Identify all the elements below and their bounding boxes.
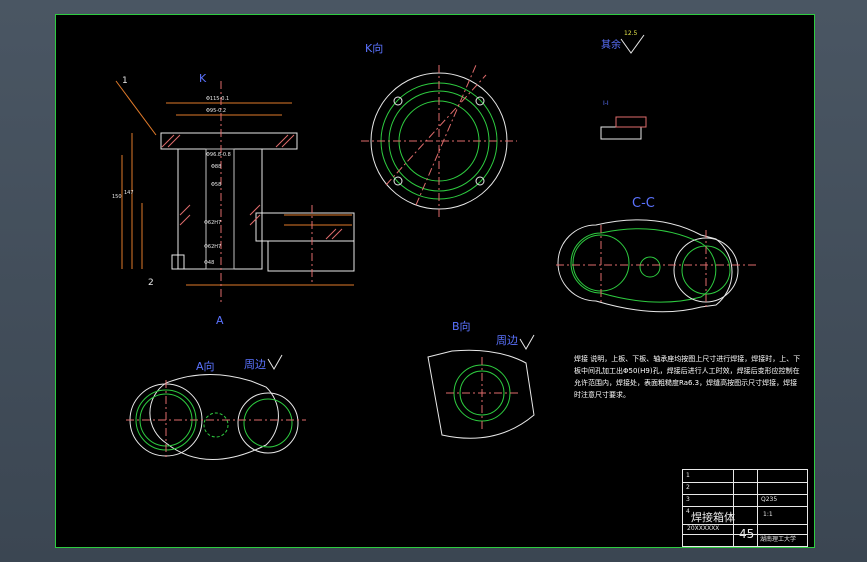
detail-label: I-I — [603, 100, 609, 107]
hatch — [161, 134, 343, 240]
dim-d6: Φ62H7 — [204, 220, 222, 226]
dim-d8: Φ48 — [204, 260, 215, 266]
centerlines — [220, 81, 313, 305]
dim-d5: Φ58 — [211, 182, 222, 188]
a-view-title: A向 — [196, 360, 215, 373]
sheet-number: 45 — [739, 527, 755, 541]
dimension-lines — [115, 80, 354, 286]
cc-view-title: C-C — [632, 196, 655, 211]
surface-roughness-note: 其余 — [601, 40, 621, 51]
bom-row-3: 3 — [686, 496, 690, 503]
detail-i — [600, 116, 647, 140]
cad-drawing — [115, 34, 756, 460]
callout-1: 1 — [122, 76, 128, 86]
roughness-symbol — [267, 34, 645, 370]
b-view — [427, 349, 535, 439]
roughness-value: 12.5 — [624, 30, 638, 37]
b-view-title: B向 — [452, 320, 471, 333]
dim-d4: Φ88 — [211, 164, 222, 170]
drawing-sheet: K K向 其余 12.5 I-I C-C A A向 B向 周边 周边 1 2 Φ… — [55, 14, 815, 548]
bom-row-2: 2 — [686, 484, 690, 491]
dim-d3: Φ96.8-0.8 — [206, 152, 231, 158]
weld-note-b: 周边 — [496, 334, 518, 347]
weld-note-a: 周边 — [244, 358, 266, 371]
material: Q235 — [761, 496, 778, 503]
a-marker: A — [216, 314, 224, 327]
bom-row-1: 1 — [686, 472, 690, 479]
drawing-number: 20XXXXXX — [687, 525, 720, 532]
dim-h2: 150 — [112, 194, 122, 200]
school-name: 湖南理工大学 — [760, 536, 797, 543]
dim-d7: Φ62H7 — [204, 244, 222, 250]
callout-2: 2 — [148, 278, 154, 288]
dim-h1: 147 — [124, 190, 134, 196]
cc-view — [557, 219, 739, 313]
technical-notes: 焊接 说明，上板、下板、轴承座均按图上尺寸进行焊接，焊接时，上、下板中间孔加工出… — [574, 355, 801, 399]
k-view-title: K向 — [365, 42, 384, 55]
bom-row-4: 4 — [686, 508, 690, 515]
dim-d1: Φ115-0.1 — [206, 96, 230, 102]
a-view — [129, 374, 299, 460]
section-label: K — [199, 72, 207, 85]
scale: 1:1 — [763, 511, 773, 518]
dim-d2: Φ95-0.2 — [206, 108, 227, 114]
title-block: 1 2 3 4 Q235 焊接箱体 1:1 20XXXXXX 45 湖南理工大学 — [682, 469, 808, 547]
drawing-title: 焊接箱体 — [691, 511, 735, 524]
section-view — [160, 132, 355, 272]
